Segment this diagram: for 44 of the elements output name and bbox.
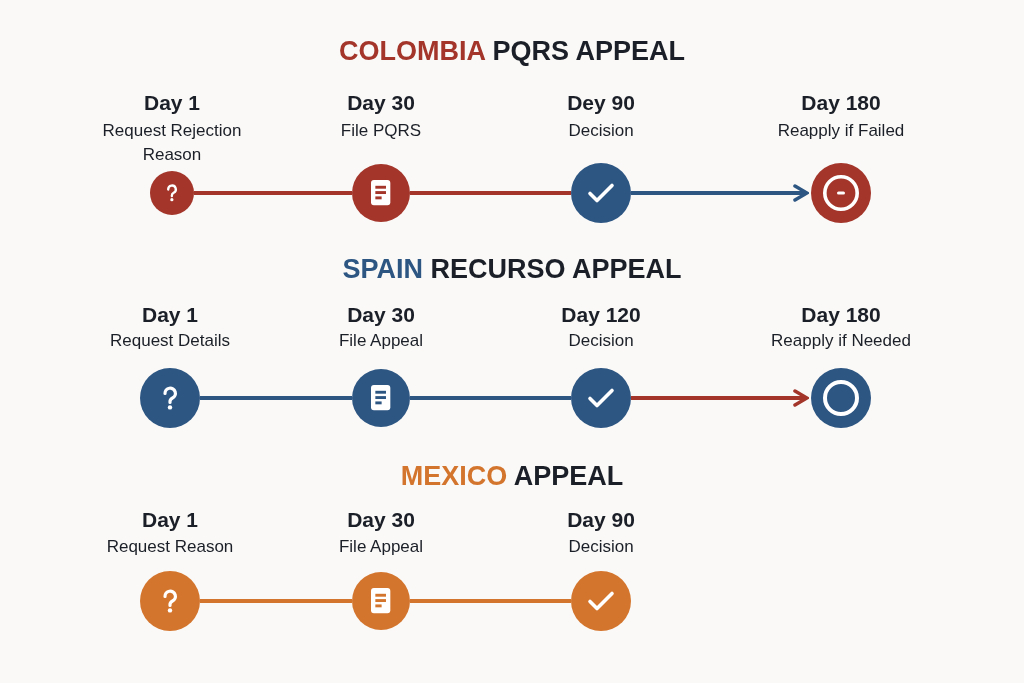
step-description: Request Rejection Reason xyxy=(101,120,243,166)
step-description: File PQRS xyxy=(340,120,422,142)
milestone-circle xyxy=(352,572,410,630)
day-label: Day 180 xyxy=(801,91,881,115)
section-heading: SPAIN RECURSO APPEAL xyxy=(342,254,682,285)
connector-line xyxy=(410,599,571,603)
step-description: Decision xyxy=(568,120,634,142)
step-description: Decision xyxy=(568,536,634,558)
arrow xyxy=(631,389,809,407)
step-description: Decision xyxy=(568,330,634,352)
day-label: Day 30 xyxy=(347,303,415,327)
step-description: Reapply if Failed xyxy=(777,120,905,142)
step-description: Request Reason xyxy=(106,536,234,558)
section-heading: MEXICO APPEAL xyxy=(400,461,624,492)
milestone-circle xyxy=(150,171,194,215)
step-description: Request Details xyxy=(110,330,230,352)
step-description: Reapply if Needed xyxy=(771,330,911,352)
day-label: Day 1 xyxy=(142,508,198,532)
day-label: Day 30 xyxy=(347,508,415,532)
connector-line xyxy=(194,191,352,195)
connector-line xyxy=(410,191,571,195)
connector-line xyxy=(410,396,571,400)
milestone-circle xyxy=(140,571,200,631)
day-label: Day 1 xyxy=(142,303,198,327)
milestone-circle xyxy=(571,571,631,631)
day-label: Day 120 xyxy=(561,303,641,327)
day-label: Day 30 xyxy=(347,91,415,115)
milestone-circle xyxy=(811,368,871,428)
arrow xyxy=(631,184,809,202)
day-label: Day 1 xyxy=(144,91,200,115)
day-label: Day 180 xyxy=(801,303,881,327)
connector-line xyxy=(200,396,352,400)
day-label: Day 90 xyxy=(567,508,635,532)
step-description: File Appeal xyxy=(338,536,424,558)
milestone-circle xyxy=(140,368,200,428)
section-heading: COLOMBIA PQRS APPEAL xyxy=(339,36,685,67)
milestone-circle xyxy=(571,163,631,223)
step-description: File Appeal xyxy=(338,330,424,352)
milestone-circle xyxy=(571,368,631,428)
day-label: Dey 90 xyxy=(567,91,635,115)
milestone-circle xyxy=(352,164,410,222)
milestone-circle xyxy=(352,369,410,427)
connector-line xyxy=(200,599,352,603)
milestone-circle xyxy=(811,163,871,223)
